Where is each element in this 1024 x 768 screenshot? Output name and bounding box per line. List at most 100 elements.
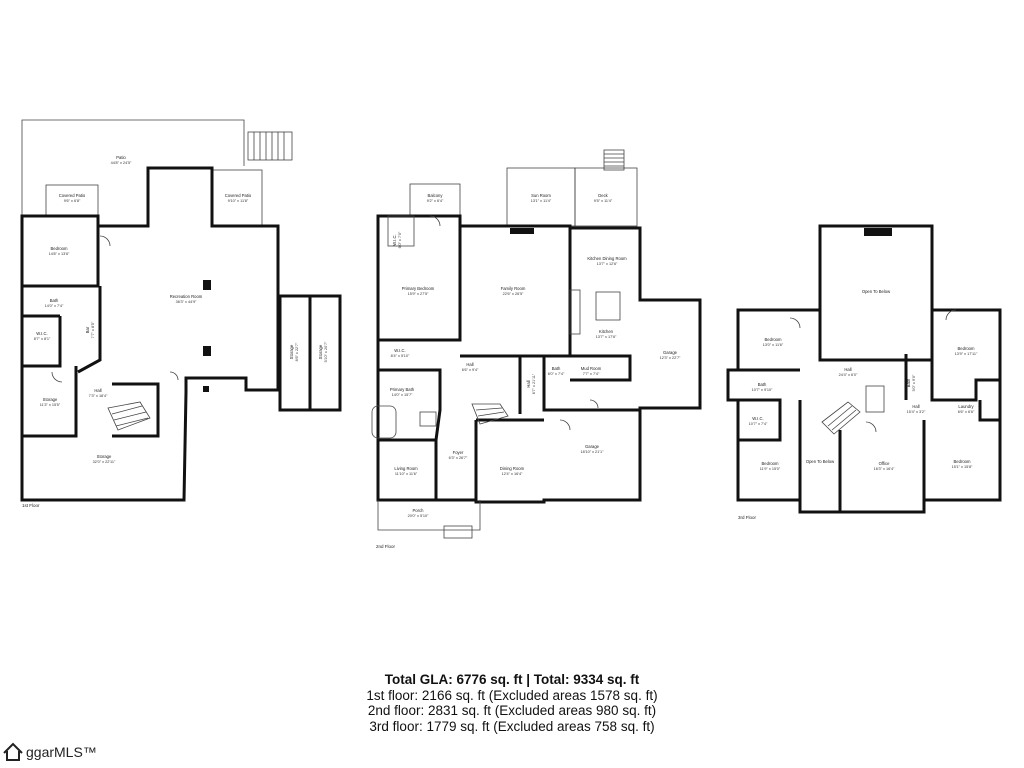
room-name: Bedroom <box>958 346 976 351</box>
room-dims: 24'4" x 6'0" <box>839 373 858 377</box>
room-dims: 44'8" x 24'5" <box>111 161 132 165</box>
house-icon <box>3 742 23 761</box>
room-name: Balcony <box>428 193 444 198</box>
room-dims: 11'3" x 15'5" <box>40 403 61 407</box>
room-name: Office <box>879 461 891 466</box>
room-name: Open To Below <box>806 459 835 464</box>
floor-plan-2nd: Balcony 9'2" x 6'4" Sun Room 13'1" x 11'… <box>371 149 702 549</box>
room-dims: 13'7" x 12'6" <box>597 262 618 266</box>
floor1-area: 1st floor: 2166 sq. ft (Excluded areas 1… <box>366 687 658 703</box>
room-name: Covered Patio <box>225 193 252 198</box>
room-dims: 36'3" x 44'9" <box>176 300 197 304</box>
room-name: W.I.C. <box>36 331 47 336</box>
room-name: Patio <box>116 155 126 160</box>
room-dims: 6'6" x 6'6" <box>958 410 975 414</box>
room-dims: 5'10" x 20'7" <box>324 341 328 362</box>
room-name: Bedroom <box>954 459 972 464</box>
room-dims: 8'7" x 8'1" <box>34 337 51 341</box>
room-dims: 32'0" x 22'11" <box>93 460 116 464</box>
room-dims: 7'7" x 8'5" <box>91 321 95 338</box>
room-dims: 9'10" x 11'8" <box>228 199 249 203</box>
room-name: Storage <box>318 344 323 359</box>
room-name: Storage <box>289 344 294 359</box>
room-dims: 6'0" x 7'0" <box>398 231 402 248</box>
room-name: Storage <box>43 397 58 402</box>
room-name: Primary Bath <box>390 387 415 392</box>
room-dims: 11'10" x 11'6" <box>395 472 418 476</box>
room-dims: 10'7" x 9'10" <box>752 388 773 392</box>
room-name: Covered Patio <box>59 193 86 198</box>
room-name: Bath <box>50 298 59 303</box>
room-name: Hall <box>94 388 101 393</box>
room-dims: 9'5" x 11'4" <box>594 199 613 203</box>
room-name: Kitchen <box>599 329 614 334</box>
floor-plan-1st: Patio 44'8" x 24'5" Covered Patio 9'6" x… <box>20 119 342 508</box>
room-name: Laundry <box>958 404 974 409</box>
room-dims: 9'2" x 6'4" <box>427 199 444 203</box>
deck-stairs <box>603 149 625 171</box>
room-dims: 11'9" x 15'0" <box>760 467 781 471</box>
room-name: Garage <box>585 444 600 449</box>
room-dims: 15'1" x 15'8" <box>952 465 973 469</box>
room-dims: 18'10" x 21'1" <box>581 450 605 454</box>
room-name: Porch <box>413 508 425 513</box>
room-name: Bath <box>758 382 767 387</box>
room-dims: 14'0" x 15'7" <box>392 393 413 397</box>
room-dims: 8'6" x 22'7" <box>295 342 299 361</box>
floor-label: 2nd Floor <box>376 544 396 549</box>
room-dims: 9'6" x 6'8" <box>64 199 81 203</box>
room-name: Mud Room <box>581 366 602 371</box>
floor2-area: 2nd floor: 2831 sq. ft (Excluded areas 9… <box>367 703 657 718</box>
room-name: Primary Bedroom <box>402 286 435 291</box>
room-name: Deck <box>598 193 608 198</box>
room-dims: 14'0" x 7'4" <box>45 304 64 308</box>
stairs-2nd <box>471 403 509 425</box>
room-dims: 13'9" x 17'11" <box>955 352 978 356</box>
floor-label: 3rd Floor <box>738 515 757 520</box>
area-summary: Total GLA: 6776 sq. ft | Total: 9334 sq.… <box>300 672 724 734</box>
room-name: W.I.C. <box>394 348 405 353</box>
room-name: Sun Room <box>531 193 551 198</box>
room-dims: 16'3" x 16'4" <box>874 467 895 471</box>
room-name: Hall <box>912 404 919 409</box>
room-dims: 6'0" x 7'4" <box>548 372 565 376</box>
room-name: W.I.C. <box>752 416 763 421</box>
room-name: Dining Room <box>500 466 525 471</box>
floor3-area: 3rd floor: 1779 sq. ft (Excluded areas 7… <box>369 718 655 734</box>
logo-text: ggarMLS™ <box>26 744 97 760</box>
room-dims: 13'1" x 11'4" <box>531 199 552 203</box>
room-dims: 20'0" x 5'10" <box>408 514 429 518</box>
room-name: Living Room <box>394 466 418 471</box>
room-name: Kitchen Dining Room <box>587 256 627 261</box>
room-name: Hall <box>526 380 531 387</box>
room-dims: 6'6" x 9'4" <box>462 368 479 372</box>
room-name: Open To Below <box>862 289 891 294</box>
room-name: Bedroom <box>51 246 69 251</box>
exterior-stairs <box>247 131 293 161</box>
room-dims: 12'4" x 16'4" <box>502 472 523 476</box>
room-name: Bar <box>85 326 90 333</box>
room-dims: 15'9" x 27'5" <box>408 292 429 296</box>
floor-label: 1st Floor <box>22 503 40 508</box>
logo: ggarMLS™ <box>2 738 97 766</box>
room-dims: 6'7" x 21'11" <box>532 373 536 394</box>
room-name: Bedroom <box>762 461 780 466</box>
room-name: Storage <box>97 454 112 459</box>
room-dims: 7'7" x 7'4" <box>583 372 600 376</box>
room-dims: 10'7" x 7'4" <box>749 422 768 426</box>
total-area: Total GLA: 6776 sq. ft | Total: 9334 sq.… <box>384 672 640 687</box>
stairs-1st <box>107 401 151 431</box>
room-name: Garage <box>663 350 678 355</box>
room-name: Hall <box>844 367 851 372</box>
room-name: Bath <box>552 366 561 371</box>
floor-plans: Patio 44'8" x 24'5" Covered Patio 9'6" x… <box>20 119 1002 549</box>
room-dims: 7'3" x 18'4" <box>89 394 108 398</box>
room-dims: 22'6" x 26'5" <box>503 292 524 296</box>
room-dims: 14'8" x 13'6" <box>49 252 70 256</box>
room-name: W.I.C. <box>392 234 397 245</box>
stairs-3rd <box>821 401 861 435</box>
room-dims: 12'3" x 22'7" <box>660 356 681 360</box>
room-name: Hall <box>466 362 473 367</box>
room-dims: 5'0" x 9'0" <box>912 374 916 391</box>
room-name: Recreation Room <box>170 294 203 299</box>
